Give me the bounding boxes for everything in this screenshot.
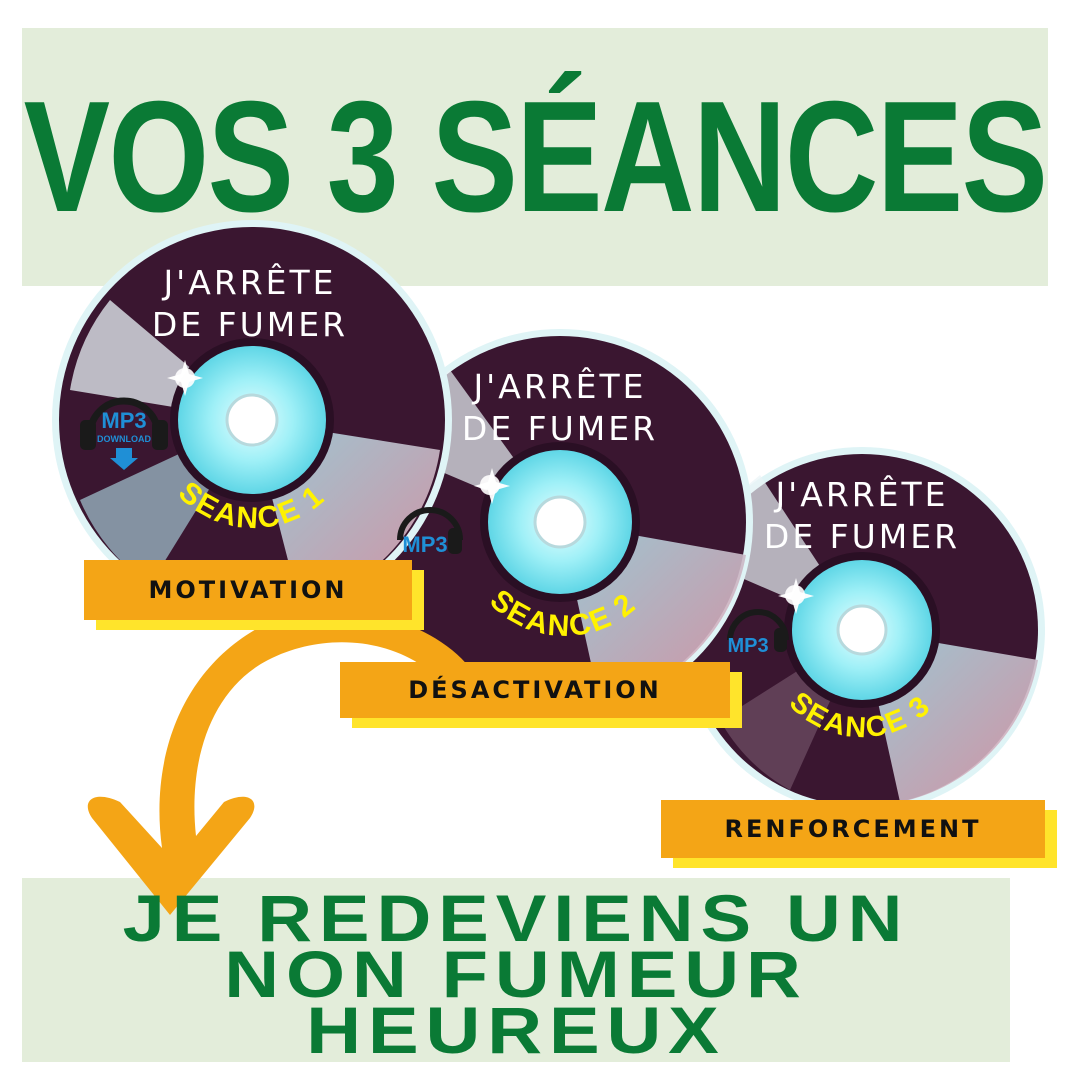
disc-title-line: J'ARRÊTE — [775, 475, 949, 514]
conclusion-line-2: NON FUMEUR — [224, 937, 808, 1011]
headphones-icon: MP3 — [727, 609, 789, 657]
disc-3 — [679, 447, 1045, 813]
disc-title-line: J'ARRÊTE — [163, 263, 337, 302]
conclusion-line-1: JE REDEVIENS UN — [122, 881, 910, 955]
disc-2-title: J'ARRÊTE DE FUMER — [410, 366, 710, 450]
disc-3-title: J'ARRÊTE DE FUMER — [712, 474, 1012, 558]
disc-title-line: DE FUMER — [151, 305, 349, 344]
conclusion-text: JE REDEVIENS UN NON FUMEUR HEUREUX — [22, 885, 1010, 1063]
headphones-icon: MP3 — [397, 507, 463, 557]
disc-1 — [52, 220, 452, 620]
mp3-badge-label: MP3 — [402, 532, 447, 557]
headphones-icon: MP3 DOWNLOAD — [80, 397, 168, 470]
tag-renforcement: RENFORCEMENT — [661, 800, 1045, 858]
tag-desactivation: DÉSACTIVATION — [340, 662, 730, 718]
mp3-badge-label: MP3 — [727, 635, 768, 657]
sparkle-icon — [167, 360, 814, 614]
conclusion-banner — [22, 878, 1010, 1062]
disc-title-line: DE FUMER — [763, 517, 961, 556]
disc-title-line: J'ARRÊTE — [473, 367, 647, 406]
download-label: DOWNLOAD — [97, 434, 151, 444]
page-title: VOS 3 SÉANCES — [23, 68, 1048, 245]
mp3-badge-label: MP3 — [101, 408, 146, 433]
disc-title-line: DE FUMER — [461, 409, 659, 448]
conclusion-line-3: HEUREUX — [306, 993, 726, 1067]
tag-motivation: MOTIVATION — [84, 560, 412, 620]
disc-1-title: J'ARRÊTE DE FUMER — [100, 262, 400, 346]
